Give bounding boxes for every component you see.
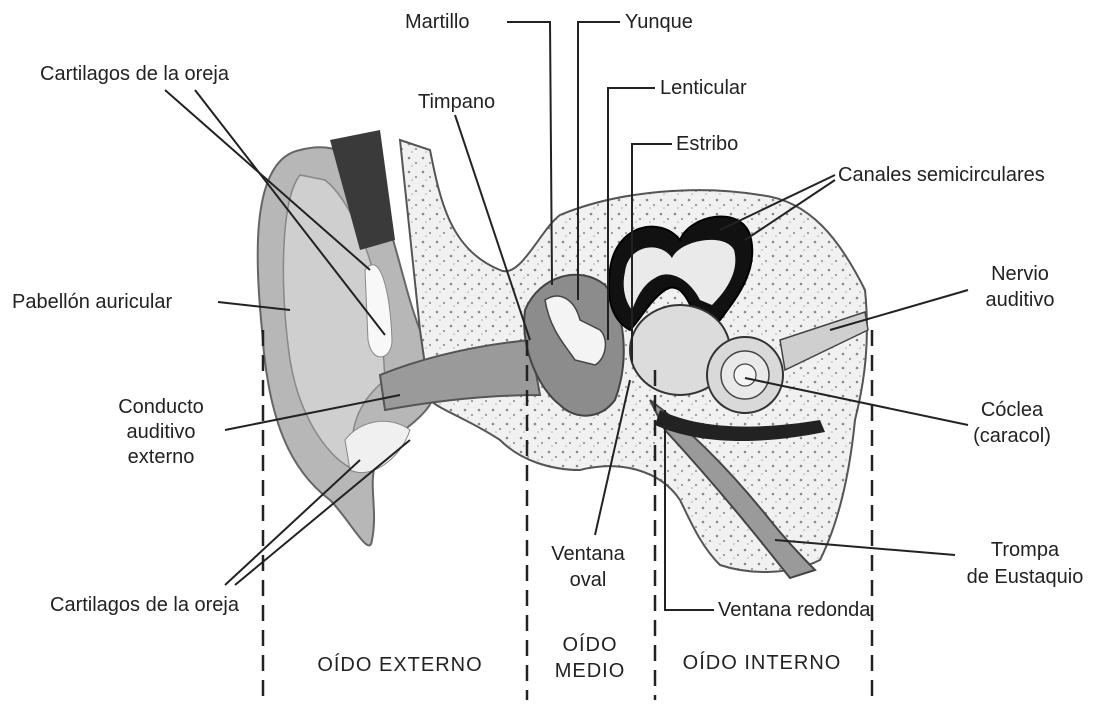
label-timpano: Timpano (418, 90, 495, 114)
label-ventana-oval-line2: oval (538, 568, 638, 592)
label-pabellon: Pabellón auricular (12, 290, 172, 314)
label-nervio-line2: auditivo (975, 288, 1065, 312)
label-martillo: Martillo (405, 10, 469, 34)
label-ventana-redonda: Ventana redonda (718, 598, 870, 622)
label-yunque: Yunque (625, 10, 693, 34)
label-ventana-oval-line1: Ventana (538, 542, 638, 566)
label-cartilagos-bottom: Cartilagos de la oreja (50, 593, 239, 617)
section-oido-medio-line1: OÍDO (540, 632, 640, 658)
section-oido-externo: OÍDO EXTERNO (290, 652, 510, 678)
label-coclea-line2: (caracol) (962, 424, 1062, 448)
label-conducto-line2: auditivo (100, 420, 222, 444)
label-lenticular: Lenticular (660, 76, 747, 100)
section-oido-medio-line2: MEDIO (540, 658, 640, 684)
label-nervio-line1: Nervio (975, 262, 1065, 286)
label-canales: Canales semicirculares (838, 163, 1045, 187)
label-trompa-line1: Trompa (950, 538, 1100, 562)
label-estribo: Estribo (676, 132, 738, 156)
label-trompa-line2: de Eustaquio (950, 565, 1100, 589)
label-conducto-line1: Conducto (100, 395, 222, 419)
label-coclea-line1: Cóclea (962, 398, 1062, 422)
label-conducto-line3: externo (100, 445, 222, 469)
label-cartilagos-top: Cartilagos de la oreja (40, 62, 229, 86)
cochlea-core (734, 364, 756, 386)
leader-cartilagos-bottom-1 (225, 460, 360, 585)
section-oido-interno: OÍDO INTERNO (662, 650, 862, 676)
